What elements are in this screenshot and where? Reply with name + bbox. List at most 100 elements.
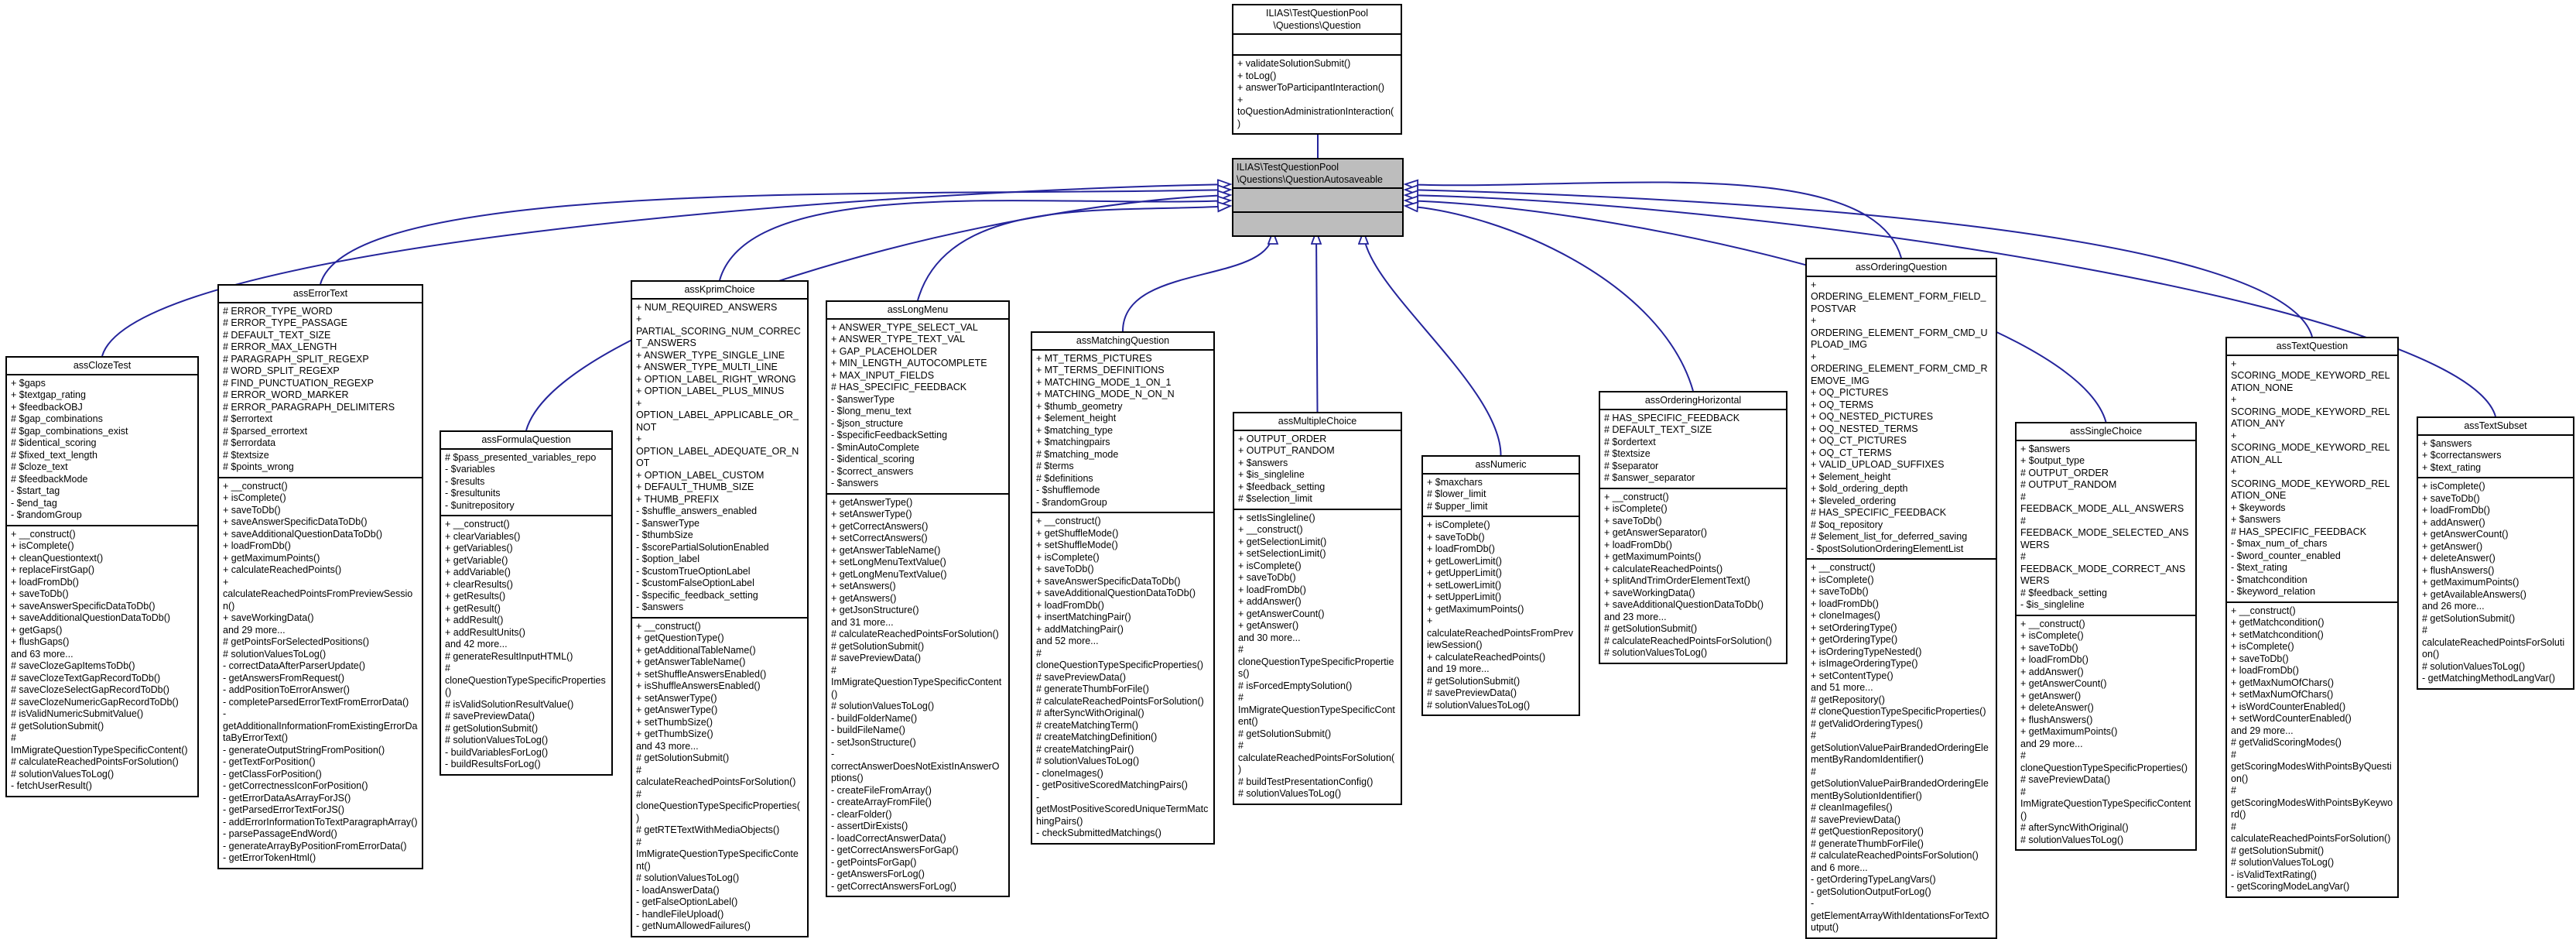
method-line: + loadFromDb(): [1238, 584, 1306, 595]
attribute-line: # DEFAULT_TEXT_SIZE: [223, 329, 331, 341]
method-line: - getPositiveScoredMatchingPairs(): [1036, 780, 1188, 790]
attribute-line: # $parsed_errortext: [223, 425, 308, 437]
method-line: + getResult(): [445, 602, 501, 614]
method-line: and 23 more...: [1604, 611, 1667, 622]
method-line: # calculateReachedPointsForSolution(): [2231, 821, 2391, 845]
attribute-line: # $feedback_setting: [2020, 587, 2107, 598]
inheritance-edge-assOrderingHorizontal: [1405, 206, 1694, 392]
method-line: + deleteAnswer(): [2422, 553, 2496, 564]
method-line: - setJsonStructure(): [831, 736, 916, 748]
method-line: + addAnswer(): [2020, 666, 2084, 677]
class-node-assClozeTest[interactable]: assClozeTest+ $gaps+ $textgap_rating+ $f…: [5, 356, 199, 797]
class-node-assMultipleChoice[interactable]: assMultipleChoice+ OUTPUT_ORDER+ OUTPUT_…: [1233, 412, 1402, 805]
attribute-line: - $keyword_relation: [2231, 586, 2316, 597]
attribute-line: + $answers: [2020, 443, 2071, 454]
method-line: - clearFolder(): [831, 808, 892, 820]
method-line: + loadFromDb(): [2422, 505, 2490, 516]
method-line: - checkSubmittedMatchings(): [1036, 828, 1161, 838]
method-line: - getErrorTokenHtml(): [223, 852, 316, 863]
attribute-line: + SCORING_MODE_KEYWORD_RELATION_ALL: [2231, 430, 2390, 465]
attribute-line: - $thumbSize: [636, 529, 693, 540]
attribute-line: + $correctanswers: [2422, 450, 2502, 461]
method-line: + __construct(): [223, 480, 288, 492]
inheritance-edge-assOrderingQuestion: [1405, 182, 1902, 259]
method-line: + setShuffleMode(): [1036, 540, 1118, 550]
method-line: + setIsSingleline(): [1238, 512, 1315, 523]
attribute-line: # $errordata: [223, 437, 276, 448]
method-line: + getMaximumPoints(): [1604, 551, 1702, 562]
class-attrs-section-assOrderingHorizontal: # HAS_SPECIFIC_FEEDBACK# DEFAULT_TEXT_SI…: [1600, 410, 1786, 488]
method-line: + setOrderingType(): [1811, 622, 1897, 633]
method-line: + setAnswers(): [831, 581, 896, 591]
method-line: # createMatchingPair(): [1036, 743, 1134, 755]
attribute-line: # ERROR_WORD_MARKER: [223, 389, 349, 400]
class-node-assMatchingQuestion[interactable]: assMatchingQuestion+ MT_TERMS_PICTURES+ …: [1031, 331, 1215, 845]
method-line: # generateThumbForFile(): [1811, 838, 1924, 849]
method-line: + getAnswer(): [2422, 540, 2483, 552]
method-line: # solutionValuesToLog(): [2422, 660, 2526, 672]
method-line: # ImMigrateQuestionTypeSpecificContent(): [831, 664, 1002, 700]
attribute-line: # OUTPUT_RANDOM: [2020, 479, 2117, 490]
class-node-assNumeric[interactable]: assNumeric+ $maxchars# $lower_limit# $up…: [1421, 455, 1580, 716]
method-line: - getMostPositiveScoredUniqueTermMatchin…: [1036, 791, 1209, 827]
class-node-Question[interactable]: ILIAS\TestQuestionPool \Questions\Questi…: [1232, 4, 1402, 135]
attribute-line: + MAX_INPUT_FIELDS: [831, 369, 935, 381]
method-line: + setWordCounterEnabled(): [2231, 713, 2352, 724]
attribute-line: # FIND_PUNCTUATION_REGEXP: [223, 377, 374, 389]
method-line: + saveAdditionalQuestionDataToDb(): [11, 612, 171, 623]
method-line: - assertDirExists(): [831, 821, 908, 831]
attribute-line: # $errortext: [223, 413, 272, 424]
class-node-assOrderingHorizontal[interactable]: assOrderingHorizontal# HAS_SPECIFIC_FEED…: [1599, 391, 1787, 664]
method-line: and 29 more...: [2020, 738, 2083, 749]
attribute-line: + $old_ordering_depth: [1811, 483, 1908, 494]
class-title-assClozeTest: assClozeTest: [7, 358, 197, 375]
method-line: + flushGaps(): [11, 636, 70, 647]
method-line: and 26 more...: [2422, 601, 2485, 612]
attribute-line: + DEFAULT_THUMB_SIZE: [636, 481, 754, 492]
attribute-line: + $maxchars: [1427, 476, 1483, 488]
attribute-line: - $shuffle_answers_enabled: [636, 505, 758, 516]
method-line: + isComplete(): [1604, 503, 1668, 514]
class-node-assErrorText[interactable]: assErrorText# ERROR_TYPE_WORD# ERROR_TYP…: [217, 284, 423, 869]
class-methods-section-assSingleChoice: + __construct()+ isComplete()+ saveToDb(…: [2017, 614, 2195, 850]
class-node-assTextQuestion[interactable]: assTextQuestion+ SCORING_MODE_KEYWORD_RE…: [2225, 337, 2399, 898]
method-line: - getCorrectAnswersForGap(): [831, 845, 959, 855]
method-line: + getLowerLimit(): [1427, 555, 1502, 567]
attribute-line: - $specific_feedback_setting: [636, 589, 758, 601]
attribute-line: - $correct_answers: [831, 465, 914, 477]
class-node-assLongMenu[interactable]: assLongMenu+ ANSWER_TYPE_SELECT_VAL+ ANS…: [826, 300, 1010, 897]
class-attrs-section-assKprimChoice: + NUM_REQUIRED_ANSWERS+ PARTIAL_SCORING_…: [632, 300, 807, 617]
method-line: # calculateReachedPointsForSolution(): [2422, 625, 2565, 660]
class-attrs-section-assErrorText: # ERROR_TYPE_WORD# ERROR_TYPE_PASSAGE# D…: [219, 303, 422, 477]
method-line: + addResultUnits(): [445, 626, 525, 638]
method-line: # calculateReachedPointsForSolution(): [1811, 850, 1979, 861]
method-line: + getVariable(): [445, 554, 508, 566]
attribute-line: # PARAGRAPH_SPLIT_REGEXP: [223, 353, 369, 365]
inheritance-edge-assErrorText: [320, 190, 1230, 285]
class-node-assTextSubset[interactable]: assTextSubset+ $answers+ $correctanswers…: [2417, 416, 2574, 690]
class-attrs-section-assMultipleChoice: + OUTPUT_ORDER+ OUTPUT_RANDOM+ $answers+…: [1234, 431, 1401, 509]
class-node-assOrderingQuestion[interactable]: assOrderingQuestion+ ORDERING_ELEMENT_FO…: [1805, 258, 1997, 939]
attribute-line: # HAS_SPECIFIC_FEEDBACK: [1811, 507, 1947, 518]
method-line: # saveClozeSelectGapRecordToDb(): [11, 684, 169, 695]
class-title-assMatchingQuestion: assMatchingQuestion: [1032, 333, 1213, 351]
method-line: # solutionValuesToLog(): [1427, 699, 1531, 711]
class-node-assKprimChoice[interactable]: assKprimChoice+ NUM_REQUIRED_ANSWERS+ PA…: [631, 280, 809, 937]
inheritance-edge-assTextQuestion: [1405, 190, 2313, 338]
method-line: + __construct(): [636, 620, 701, 632]
attribute-line: # $fixed_text_length: [11, 449, 97, 461]
attribute-line: + OQ_NESTED_TERMS: [1811, 423, 1918, 434]
attribute-line: + $element_height: [1811, 471, 1891, 482]
attribute-line: # ERROR_PARAGRAPH_DELIMITERS: [223, 401, 395, 413]
method-line: # ImMigrateQuestionTypeSpecificContent(): [2020, 786, 2191, 821]
method-line: + isImageOrderingType(): [1811, 658, 1918, 669]
method-line: # afterSyncWithOriginal(): [1036, 708, 1144, 718]
class-node-QuestionAutosaveable[interactable]: ILIAS\TestQuestionPool \Questions\Questi…: [1232, 158, 1404, 237]
method-line: + saveAnswerSpecificDataToDb(): [11, 600, 156, 612]
class-node-assSingleChoice[interactable]: assSingleChoice+ $answers+ $output_type#…: [2015, 422, 2197, 851]
method-line: + loadFromDb(): [2231, 665, 2299, 676]
method-line: and 29 more...: [2231, 725, 2294, 736]
method-line: + flushAnswers(): [2422, 564, 2495, 576]
class-node-assFormulaQuestion[interactable]: assFormulaQuestion# $pass_presented_vari…: [440, 430, 613, 776]
attribute-line: # $textsize: [223, 449, 269, 461]
